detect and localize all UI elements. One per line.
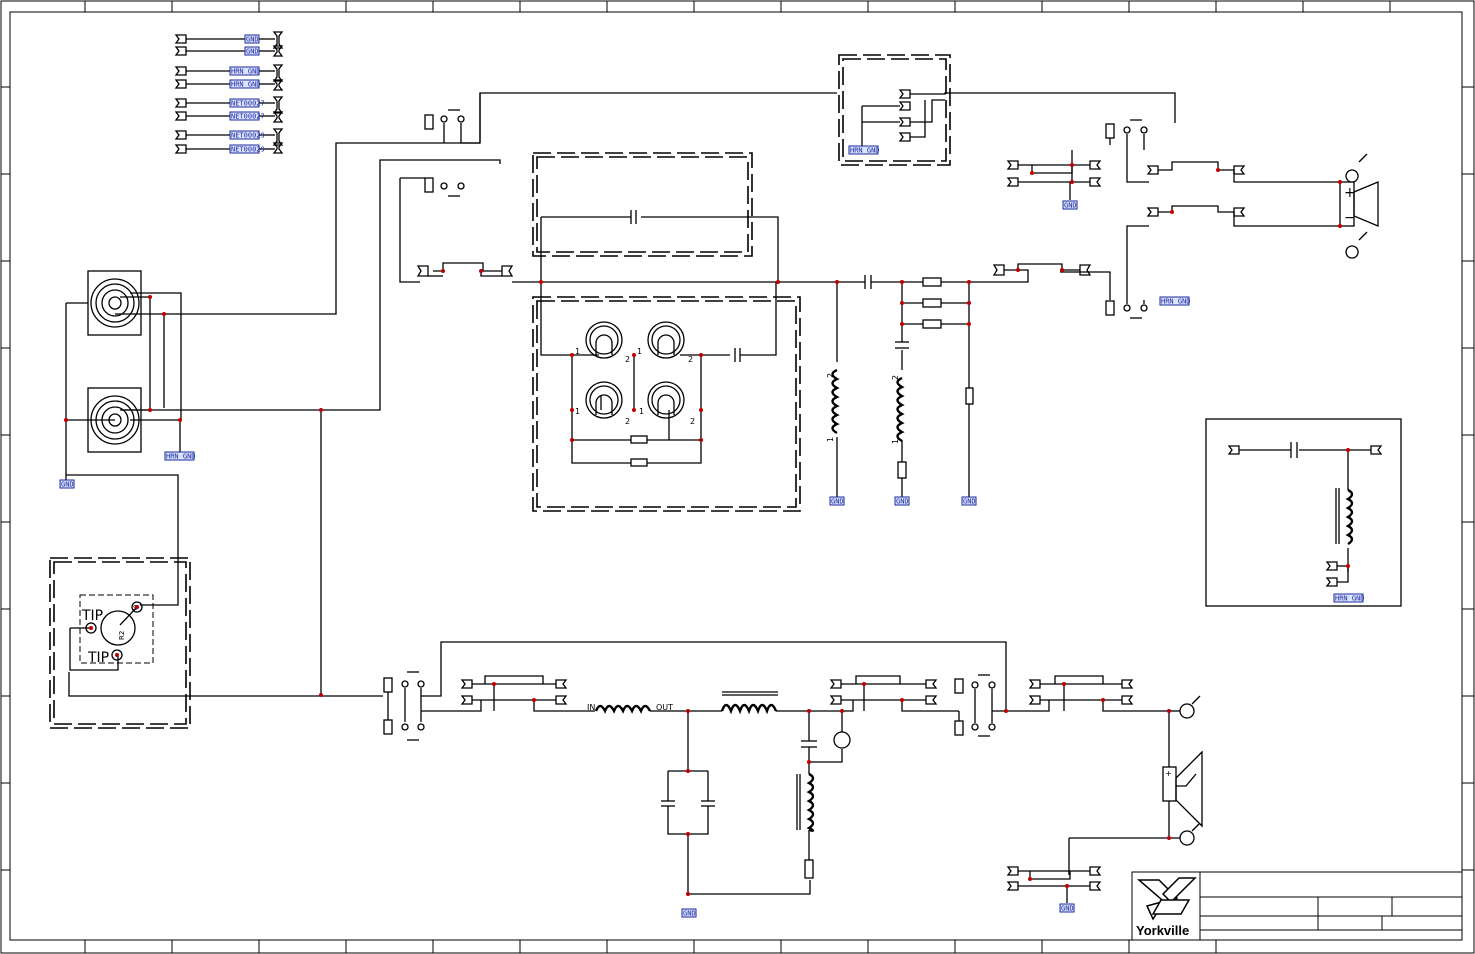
- connector-wiring: [65, 92, 837, 695]
- net-label-gnd: GND: [59, 479, 75, 489]
- polarity-minus: −: [1344, 210, 1356, 226]
- svg-text:HRN_GND: HRN_GND: [231, 68, 261, 76]
- pin-number: 2: [688, 355, 693, 364]
- svg-text:HRN_GND: HRN_GND: [1161, 298, 1191, 306]
- svg-text:GND: GND: [61, 481, 74, 489]
- net-label-hrn-gnd: HRN_GND: [1333, 593, 1365, 603]
- relay-switch-upper: [399, 93, 481, 283]
- bottom-tab-pair-3: [1028, 675, 1169, 712]
- svg-text:NET00027: NET00027: [231, 100, 265, 108]
- speakon-connector-top: [87, 270, 142, 336]
- svg-text:GND: GND: [831, 498, 844, 506]
- pin-number: 2: [891, 375, 900, 380]
- net-label-gnd: GND: [1059, 903, 1075, 913]
- horn-driver-top: + −: [1339, 153, 1379, 259]
- wire-tab-pair: [416, 262, 778, 283]
- svg-text:GND: GND: [1064, 202, 1077, 210]
- net-label-net00027: NET00027: [229, 98, 265, 108]
- svg-text:HRN_GND: HRN_GND: [166, 453, 196, 461]
- jack-label-tip: TIP: [87, 650, 109, 666]
- wire-tab-pairs-bottom-right: [1006, 866, 1102, 903]
- pin-number: 1: [637, 347, 642, 356]
- jack-label-r2: R2: [118, 631, 126, 640]
- inset-network-box: HRN_GND: [1205, 418, 1402, 607]
- pin-number: 1: [575, 347, 580, 356]
- brand-name: Yorkville: [1136, 923, 1189, 938]
- svg-text:GND: GND: [896, 498, 909, 506]
- net-label-gnd: GND: [961, 496, 977, 506]
- yorkville-logo-icon: [1136, 877, 1197, 921]
- net-label-net00027: NET00027: [229, 111, 265, 121]
- net-label-hrn-gnd: HRN_GND: [1159, 296, 1191, 306]
- series-inductor-iron: [720, 691, 833, 715]
- svg-text:GND: GND: [246, 36, 259, 44]
- net-label-hrn-gnd: HRN_GND: [164, 451, 196, 461]
- net-label-gnd: GND: [244, 46, 260, 56]
- junction-dots: [64, 163, 1350, 896]
- pin-number: 2: [625, 417, 630, 426]
- bottom-relay-right: [954, 674, 1034, 737]
- net-label-gnd: GND: [244, 34, 260, 44]
- net-label-net00029: NET00029: [229, 144, 265, 154]
- phone-jack-module: TIP TIP R2 S: [49, 557, 383, 729]
- net-tie-list: GND GND HRN_GND HRN_GND NET00027 NET0002…: [174, 31, 284, 154]
- lamp-l1: [585, 321, 623, 359]
- bottom-tab-pair-1: [421, 675, 595, 712]
- shunt-capacitor-pair: [661, 711, 811, 895]
- svg-text:GND: GND: [963, 498, 976, 506]
- lamp-l2: [647, 321, 685, 359]
- svg-text:HRN_GND: HRN_GND: [1335, 595, 1365, 603]
- net-label-gnd: GND: [894, 496, 910, 506]
- pin-number: 2: [826, 373, 835, 378]
- pin-number: 2: [625, 355, 630, 364]
- net-label-hrn-gnd: HRN_GND: [848, 145, 880, 155]
- polarity-plus: +: [1165, 769, 1172, 778]
- svg-text:NET00027: NET00027: [231, 113, 265, 121]
- lamp-l3: [585, 381, 623, 419]
- relay-switch-horn: HRN_GND: [1060, 119, 1191, 319]
- title-block: Yorkville: [1131, 871, 1463, 941]
- bottom-tab-pair-2: [829, 675, 959, 712]
- pin-number: 1: [639, 407, 644, 416]
- svg-text:HRN_GND: HRN_GND: [231, 81, 261, 89]
- svg-text:NET00029: NET00029: [231, 132, 265, 140]
- series-inductor-in-out: IN OUT: [587, 703, 722, 714]
- pin-number: 1: [575, 407, 580, 416]
- coil-pin-in: IN: [587, 703, 595, 712]
- net-label-net00029: NET00029: [229, 130, 265, 140]
- shunt-branches: 2 1 2 1 GND GND GND: [778, 275, 998, 506]
- pin-number: 2: [690, 417, 695, 426]
- net-label-hrn-gnd: HRN_GND: [229, 79, 261, 89]
- net-label-gnd: GND: [829, 496, 845, 506]
- svg-text:NET00029: NET00029: [231, 146, 265, 154]
- coil-pin-out: OUT: [656, 703, 673, 712]
- svg-text:GND: GND: [1061, 905, 1074, 913]
- wire-tab-pairs-right: [992, 150, 1340, 283]
- net-label-gnd: GND: [681, 908, 697, 918]
- lamp-l4: [647, 381, 685, 419]
- svg-text:HRN_GND: HRN_GND: [850, 147, 880, 155]
- net-label-gnd: GND: [1062, 200, 1078, 210]
- bottom-relay-left: [383, 641, 1007, 741]
- hrn-gnd-module: HRN_GND: [838, 54, 1176, 166]
- crossover-network-top: 1 2 1 2 1 2 1 2: [532, 152, 801, 512]
- horn-driver-bottom: +: [1068, 695, 1203, 875]
- jack-label-tip: TIP: [81, 608, 103, 624]
- svg-text:GND: GND: [246, 48, 259, 56]
- shunt-lc-branch: [796, 711, 851, 879]
- polarity-plus: +: [1344, 185, 1356, 201]
- svg-text:GND: GND: [683, 910, 696, 918]
- pin-number: 1: [826, 437, 835, 442]
- pin-number: 1: [891, 439, 900, 444]
- net-label-hrn-gnd: HRN_GND: [229, 66, 261, 76]
